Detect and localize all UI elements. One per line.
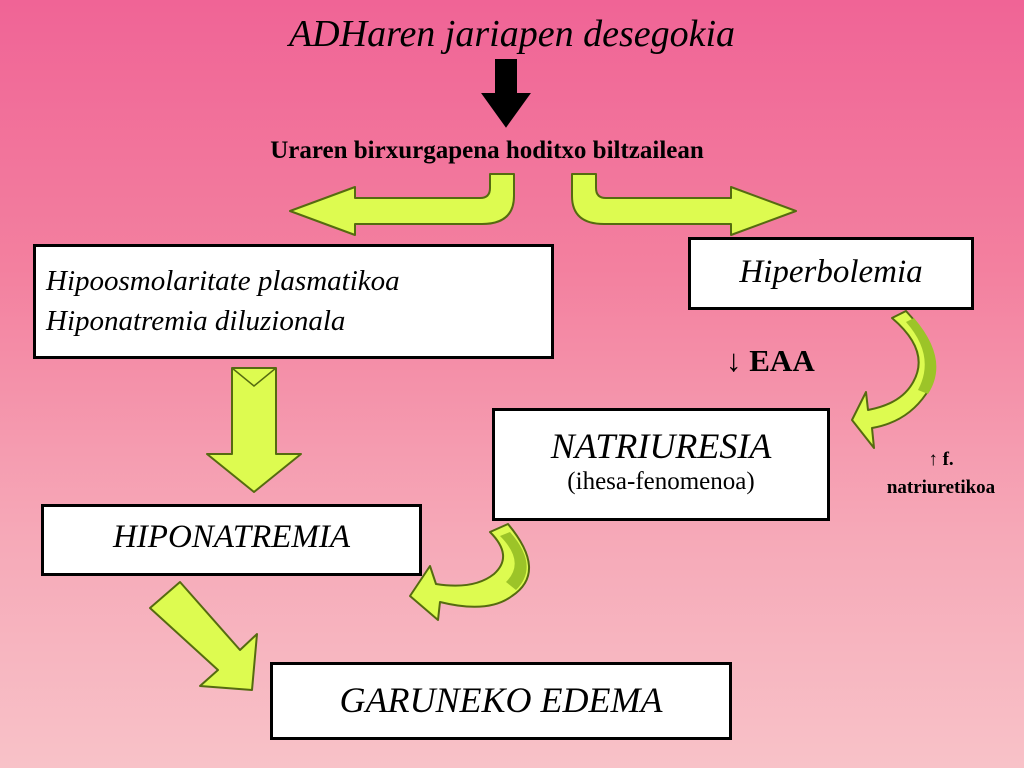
down-arrow-hyponatremia bbox=[206, 367, 302, 493]
box-natriuresia: NATRIURESIA (ihesa-fenomenoa) bbox=[492, 408, 830, 521]
box-hiperbolemia-label: Hiperbolemia bbox=[739, 254, 923, 290]
box-hypo-line2: Hiponatremia diluzionala bbox=[46, 305, 346, 337]
box-natriuresia-label: NATRIURESIA bbox=[550, 426, 772, 466]
box-edema-label: GARUNEKO EDEMA bbox=[339, 680, 663, 720]
curved-arrow-natriuresia-hiponatremia bbox=[409, 523, 530, 621]
diagram-title: ADHaren jariapen desegokia bbox=[288, 13, 736, 55]
down-arrow-black bbox=[481, 59, 531, 128]
box-hiperbolemia: Hiperbolemia bbox=[688, 237, 974, 310]
curved-arrow-shade-right bbox=[906, 318, 937, 394]
curved-arrow-right bbox=[571, 173, 797, 236]
label-f-line2: natriuretikoa bbox=[886, 477, 996, 498]
box-hypoosmolaritate: Hipoosmolaritate plasmatikoa Hiponatremi… bbox=[33, 244, 554, 359]
box-hypo-line1: Hipoosmolaritate plasmatikoa bbox=[46, 265, 400, 297]
diagram-subtitle: Uraren birxurgapena hoditxo biltzailean bbox=[270, 137, 704, 164]
curved-arrow-left bbox=[289, 173, 515, 236]
label-eaa: ↓ EAA bbox=[726, 343, 815, 378]
diagonal-arrow-edema bbox=[149, 581, 258, 691]
box-garuneko-edema: GARUNEKO EDEMA bbox=[270, 662, 732, 740]
label-f-natriuretikoa: ↑ f. natriuretikoa bbox=[858, 446, 1024, 502]
box-natriuresia-sublabel: (ihesa-fenomenoa) bbox=[567, 468, 755, 495]
curved-arrow-shade-left bbox=[500, 532, 527, 590]
label-f-line1: ↑ f. bbox=[928, 449, 954, 470]
down-arrow-hyponatremia-tip bbox=[231, 367, 277, 387]
box-hiponatremia: HIPONATREMIA bbox=[41, 504, 422, 576]
box-hiponatremia-label: HIPONATREMIA bbox=[112, 519, 351, 555]
